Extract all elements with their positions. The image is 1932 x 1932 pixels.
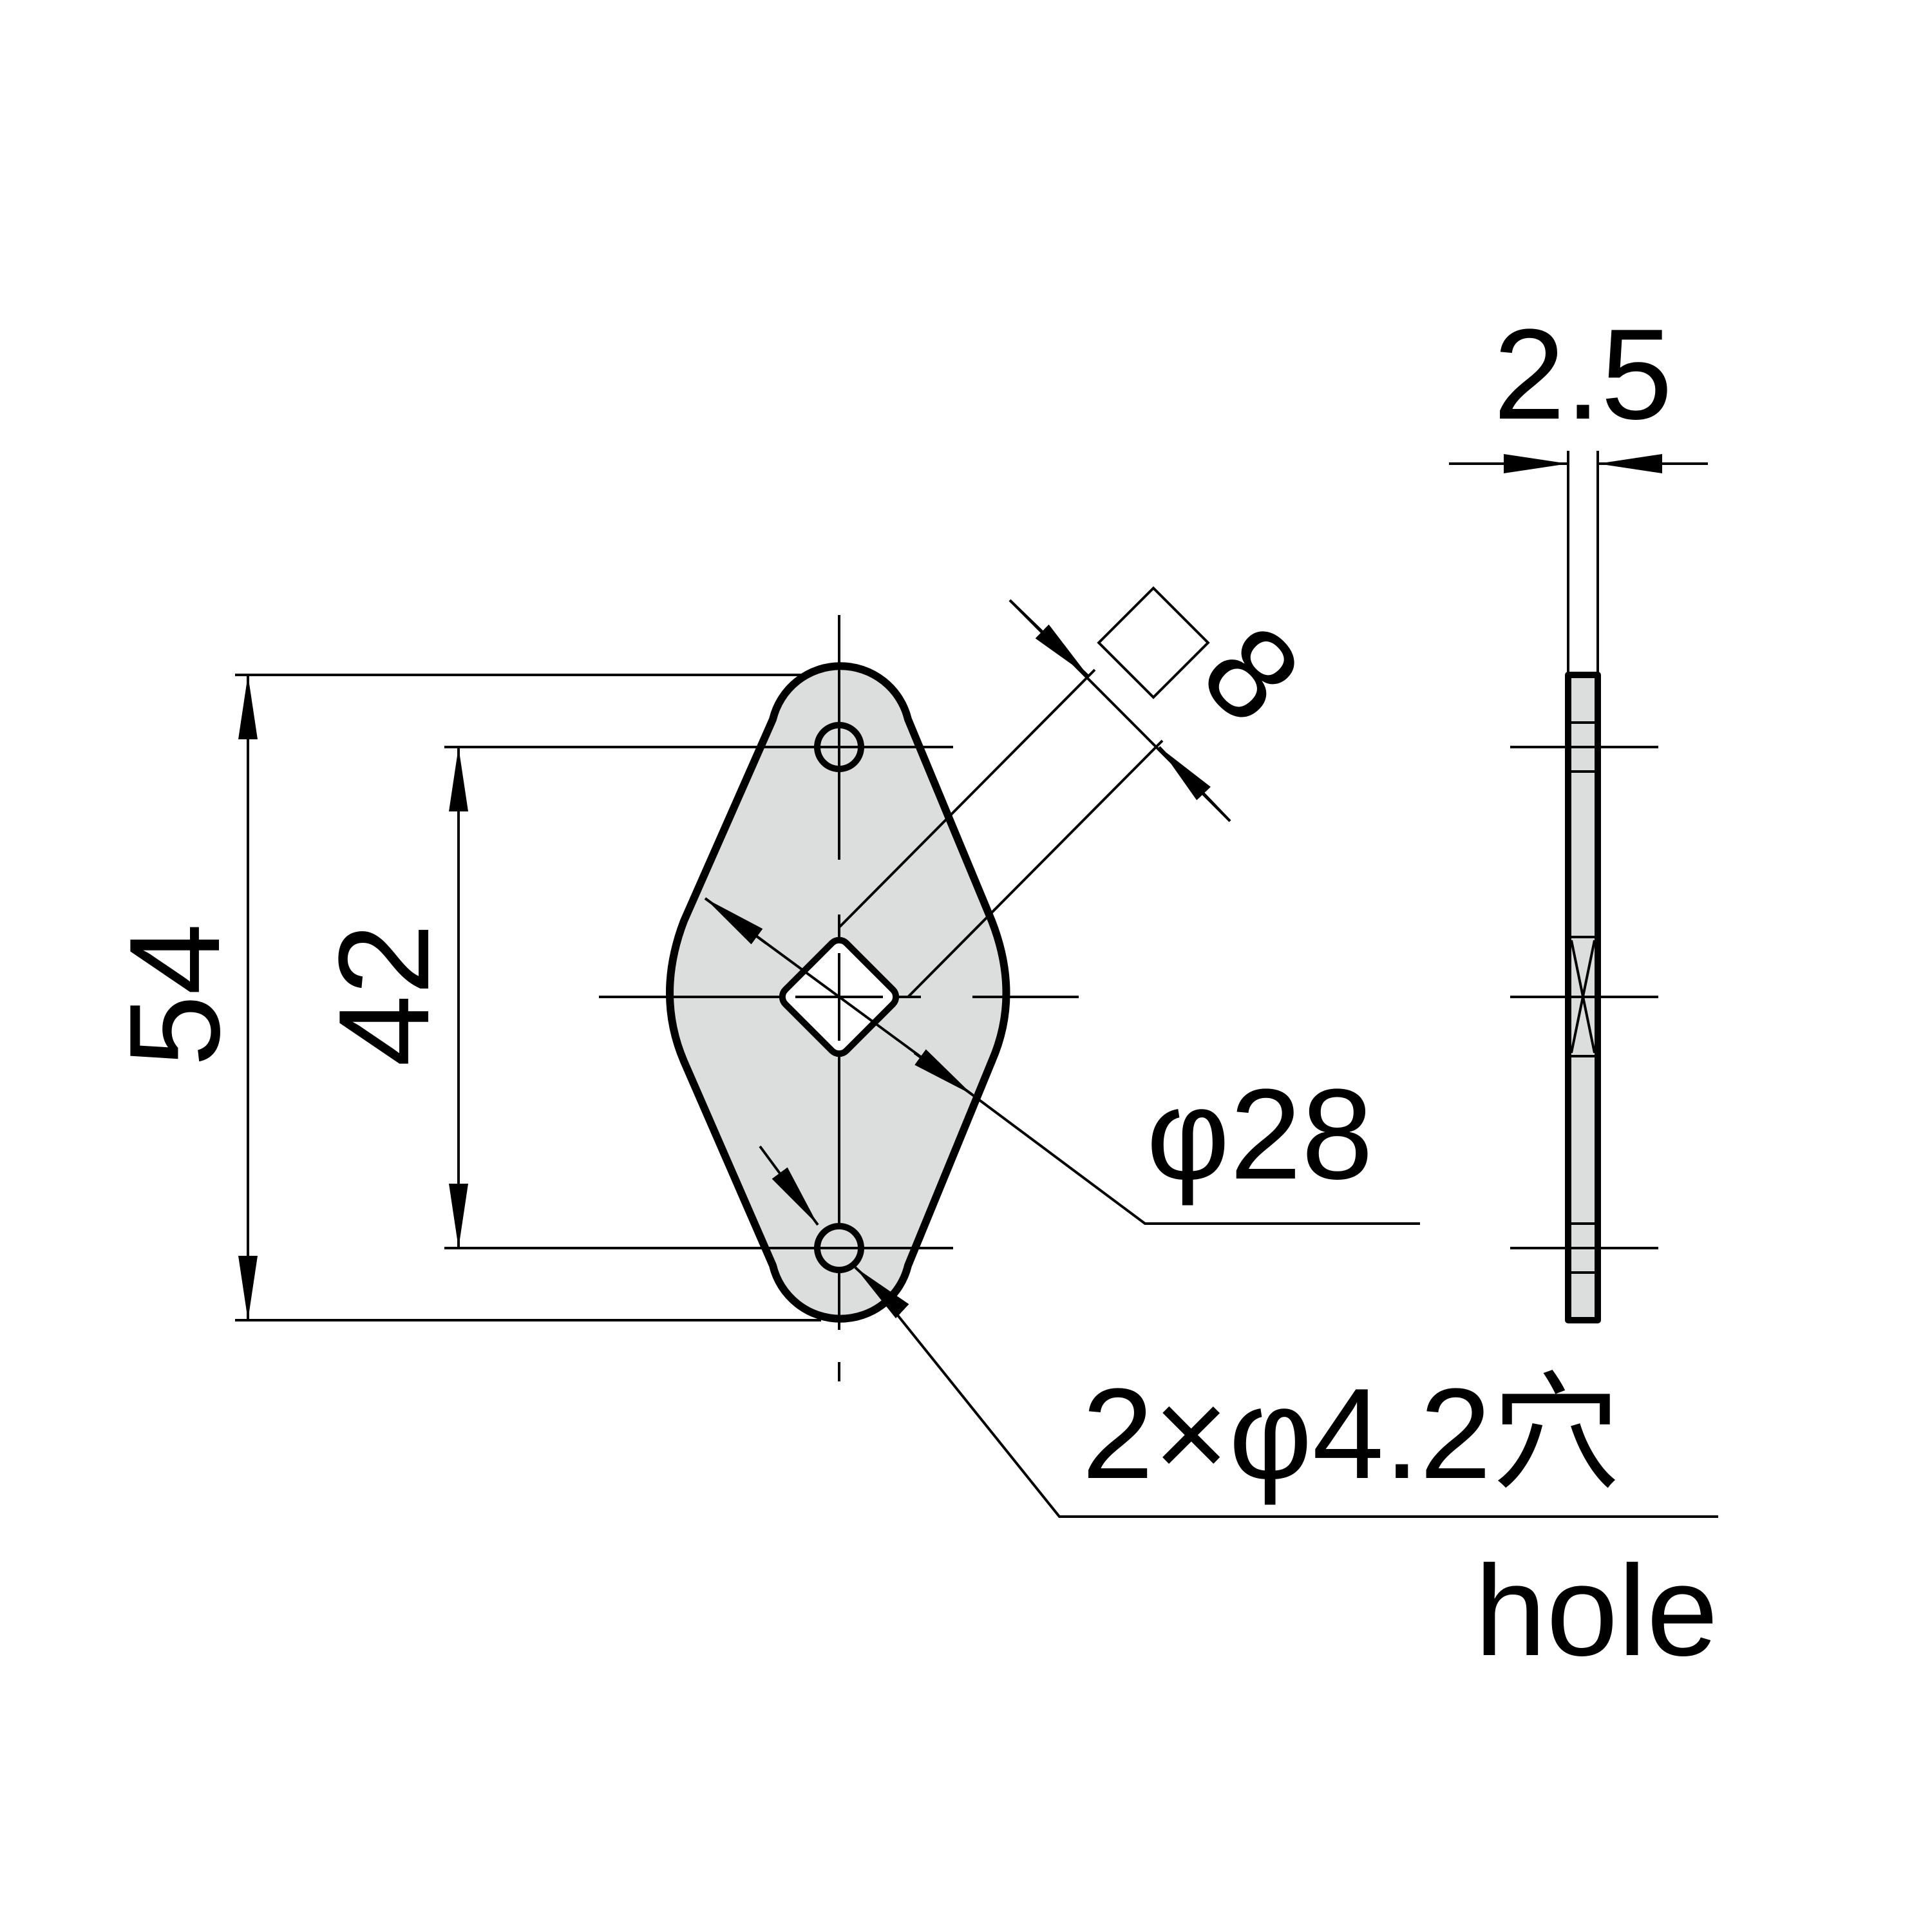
thickness-label: 2.5: [1493, 303, 1672, 446]
side-view: 2.5: [1449, 303, 1708, 1323]
front-view: [599, 615, 1079, 1381]
mounting-holes-en-label: hole: [1475, 1539, 1718, 1683]
dim-outer-diameter: φ28: [704, 897, 1420, 1225]
dim-overall-height: 54: [103, 674, 821, 1321]
outer-diameter-label: φ28: [1146, 1063, 1373, 1206]
dim-hole-pitch: 42: [312, 746, 805, 1249]
overall-height-label: 54: [103, 923, 247, 1066]
square-hole-label: 8: [1175, 598, 1327, 750]
dim-mounting-holes: 2×φ4.2穴 hole: [759, 1145, 1718, 1683]
hole-pitch-label: 42: [312, 923, 456, 1066]
mounting-holes-label: 2×φ4.2穴: [1082, 1362, 1620, 1506]
square-symbol: [1097, 586, 1210, 699]
